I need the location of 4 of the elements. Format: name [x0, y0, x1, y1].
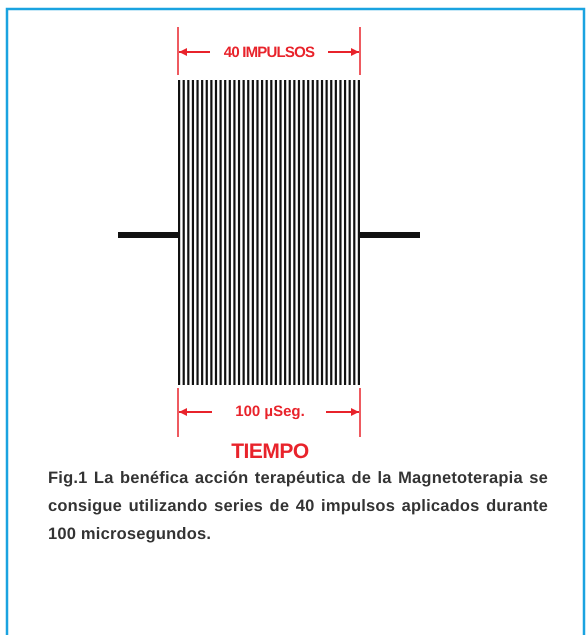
dimension-label: 100 µSeg. [234, 404, 306, 419]
axis-title: TIEMPO [230, 441, 310, 462]
figure-caption: Fig.1 La benéfica acción terapéutica de la Magnetoterapia se consigue utilizando series de 40 impulsos aplicados durante 100 microsegundos. [48, 468, 548, 545]
dimension-label: 40 IMPULSOS [222, 45, 316, 60]
